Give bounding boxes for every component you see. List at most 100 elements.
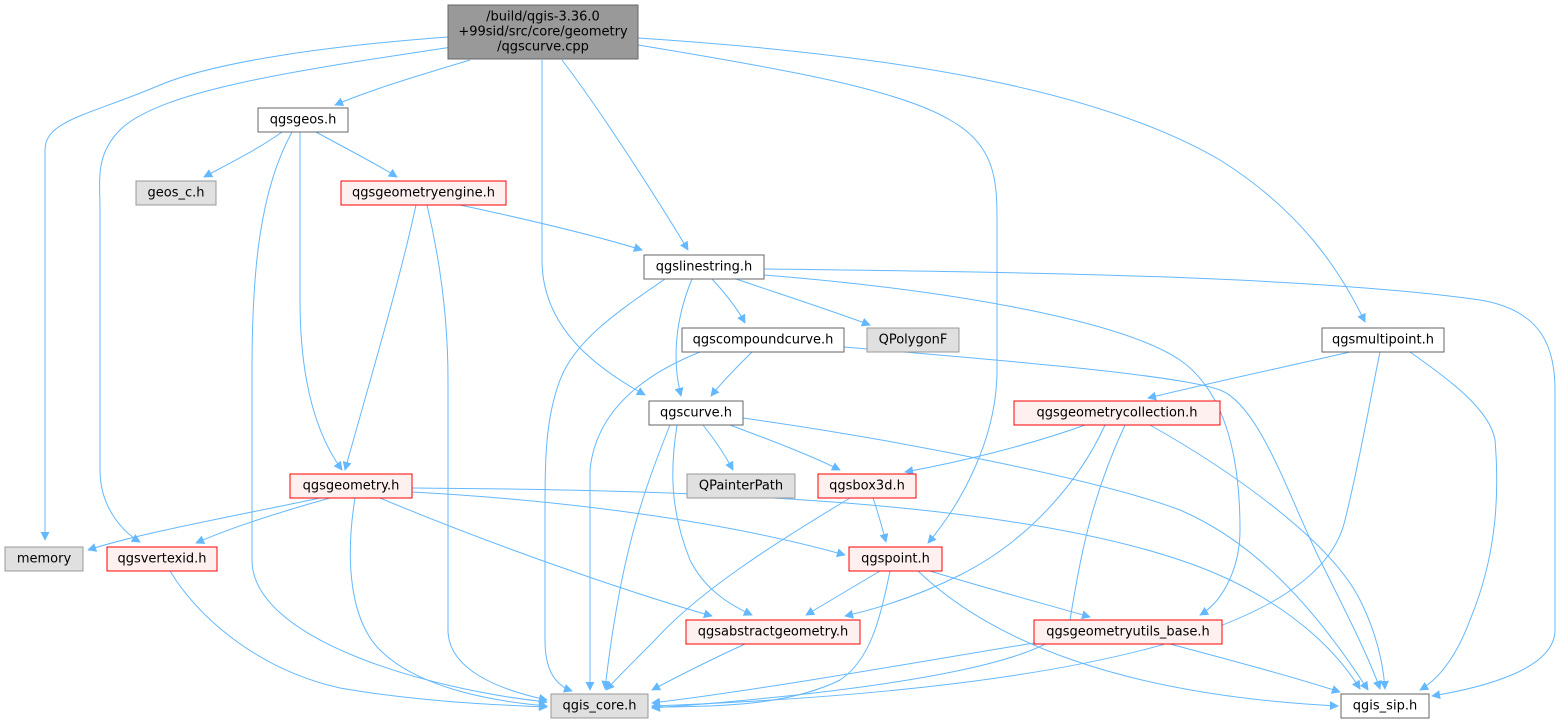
- node-box: [681, 327, 845, 353]
- node-box: [1321, 327, 1445, 353]
- node-qgsgeometryutils_base[interactable]: qgsgeometryutils_base.h: [1033, 619, 1223, 645]
- node-label: qgsbox3d.h: [829, 479, 905, 494]
- node-box: [866, 327, 960, 353]
- node-qgsgeometryengine[interactable]: qgsgeometryengine.h: [340, 180, 507, 206]
- edge-line: [349, 497, 548, 710]
- node-label: qgis_core.h: [563, 699, 637, 714]
- node-label: qgsgeometrycollection.h: [1036, 406, 1197, 421]
- node-qgsgeometrycollection[interactable]: qgsgeometrycollection.h: [1013, 400, 1221, 426]
- edge-line: [763, 274, 1241, 616]
- edge-line: [904, 424, 1086, 475]
- edge-qgsgeos-to-qgis_core: [251, 131, 548, 706]
- edges-layer: [40, 36, 1556, 712]
- edge-qgsgeometry-to-qgis_core: [349, 497, 548, 710]
- node-qgsabstractgeometry[interactable]: qgsabstractgeometry.h: [685, 619, 861, 645]
- edge-qgscompoundcurve-to-qgis_core: [585, 351, 701, 691]
- node-label: memory: [17, 552, 72, 567]
- node-root[interactable]: /build/qgis-3.36.0+99sid/src/core/geomet…: [447, 4, 639, 60]
- node-qgsmultipoint[interactable]: qgsmultipoint.h: [1321, 327, 1445, 353]
- edge-line: [1409, 351, 1498, 691]
- edge-qgsgeos-to-qgsgeometry: [299, 132, 343, 471]
- edge-qgsgeometryutils_base-to-qgis_sip: [1169, 643, 1341, 694]
- edge-qgsgeometry-to-qgsabstractgeometry: [379, 497, 713, 619]
- node-geos_c[interactable]: geos_c.h: [135, 180, 217, 206]
- edge-line: [585, 351, 701, 691]
- edge-qgscurve-to-qpainterpath: [702, 424, 734, 471]
- node-box: [289, 473, 413, 499]
- edge-qgsbox3d-to-qgspoint: [872, 497, 889, 543]
- node-qgsgeometry[interactable]: qgsgeometry.h: [289, 473, 413, 499]
- edge-qgsgeometry-to-memory: [87, 497, 321, 552]
- edge-line: [651, 570, 891, 712]
- node-label: qgsabstractgeometry.h: [698, 625, 848, 640]
- node-box: [257, 107, 349, 133]
- edge-qgsgeometrycollection-to-qgis_sip: [1149, 424, 1389, 690]
- node-qgsvertexid[interactable]: qgsvertexid.h: [106, 546, 218, 572]
- edge-line: [805, 570, 881, 616]
- node-qgslinestring[interactable]: qgslinestring.h: [643, 254, 765, 280]
- node-box: [135, 180, 217, 206]
- edge-root-to-qgslinestring: [561, 59, 689, 251]
- edge-line: [763, 268, 1556, 700]
- node-qgsbox3d[interactable]: qgsbox3d.h: [817, 473, 917, 499]
- edge-qgslinestring-to-qgis_sip: [763, 268, 1556, 700]
- node-label: +99sid/src/core/geometry: [458, 25, 628, 40]
- node-label: QPolygonF: [879, 333, 948, 348]
- node-qgscompoundcurve[interactable]: qgscompoundcurve.h: [681, 327, 845, 353]
- edge-qgspoint-to-qgsabstractgeometry: [805, 570, 881, 616]
- edge-line: [544, 278, 666, 693]
- edge-line: [379, 497, 713, 619]
- node-qgis_core[interactable]: qgis_core.h: [550, 693, 649, 719]
- edge-qgscurve-to-qgsbox3d: [729, 424, 841, 471]
- edge-line: [729, 424, 841, 471]
- edge-root-to-qgspoint: [637, 44, 998, 544]
- edge-qgsgeometryengine-to-qgsgeometry: [342, 204, 417, 471]
- edge-qgscompoundcurve-to-qgis_sip: [843, 346, 1382, 690]
- node-box: [817, 473, 917, 499]
- edge-line: [342, 204, 417, 471]
- edge-qgsgeometryengine-to-qgslinestring: [459, 204, 643, 252]
- node-qgscurve[interactable]: qgscurve.h: [648, 400, 744, 426]
- edge-qgsgeometry-to-qgsvertexid: [195, 497, 331, 544]
- edge-qgspoint-to-qgis_sip: [917, 570, 1339, 711]
- node-memory[interactable]: memory: [4, 546, 84, 572]
- edge-qgslinestring-to-qgis_core: [544, 278, 666, 693]
- edge-qgslinestring-to-qpolygonf: [735, 278, 871, 327]
- edge-line: [672, 424, 753, 616]
- edge-line: [315, 131, 398, 178]
- edge-line: [742, 417, 1369, 691]
- node-qgsgeos[interactable]: qgsgeos.h: [257, 107, 349, 133]
- node-qpolygonf[interactable]: QPolygonF: [866, 327, 960, 353]
- node-label: qgscompoundcurve.h: [693, 333, 834, 348]
- edge-root-to-qgsgeos: [334, 59, 471, 106]
- node-qpainterpath[interactable]: QPainterPath: [686, 473, 796, 499]
- node-label: geos_c.h: [148, 186, 205, 201]
- edge-qgsgeometry-to-qgis_sip: [411, 487, 1361, 690]
- edge-qgsmultipoint-to-qgis_core: [651, 351, 1381, 711]
- edge-qgspoint-to-qgis_core: [651, 570, 891, 712]
- edge-line: [651, 641, 1041, 707]
- node-qgspoint[interactable]: qgspoint.h: [848, 546, 943, 572]
- node-qgis_sip[interactable]: qgis_sip.h: [1340, 693, 1430, 719]
- edge-line: [711, 278, 746, 324]
- edge-line: [674, 278, 693, 397]
- edge-qgsvertexid-to-qgis_core: [169, 570, 548, 712]
- edge-qgscurve-to-qgsabstractgeometry: [672, 424, 753, 616]
- node-label: qgslinestring.h: [656, 260, 752, 275]
- edge-qgsgeos-to-geos_c: [203, 131, 283, 178]
- edge-line: [637, 44, 998, 544]
- edge-line: [637, 37, 1366, 323]
- edge-line: [169, 570, 548, 712]
- node-box: [648, 400, 744, 426]
- edge-qgsmultipoint-to-qgis_sip: [1409, 351, 1498, 691]
- edge-line: [1169, 643, 1341, 694]
- edge-line: [99, 46, 453, 543]
- edge-line: [459, 204, 643, 252]
- node-box: [106, 546, 218, 572]
- edge-line: [1149, 424, 1389, 690]
- node-label: qgspoint.h: [861, 552, 930, 567]
- node-label: qgsgeometryengine.h: [352, 186, 495, 201]
- node-box: [685, 619, 861, 645]
- edge-root-to-qgscurve: [541, 60, 646, 396]
- edge-root-to-qgsmultipoint: [637, 37, 1366, 323]
